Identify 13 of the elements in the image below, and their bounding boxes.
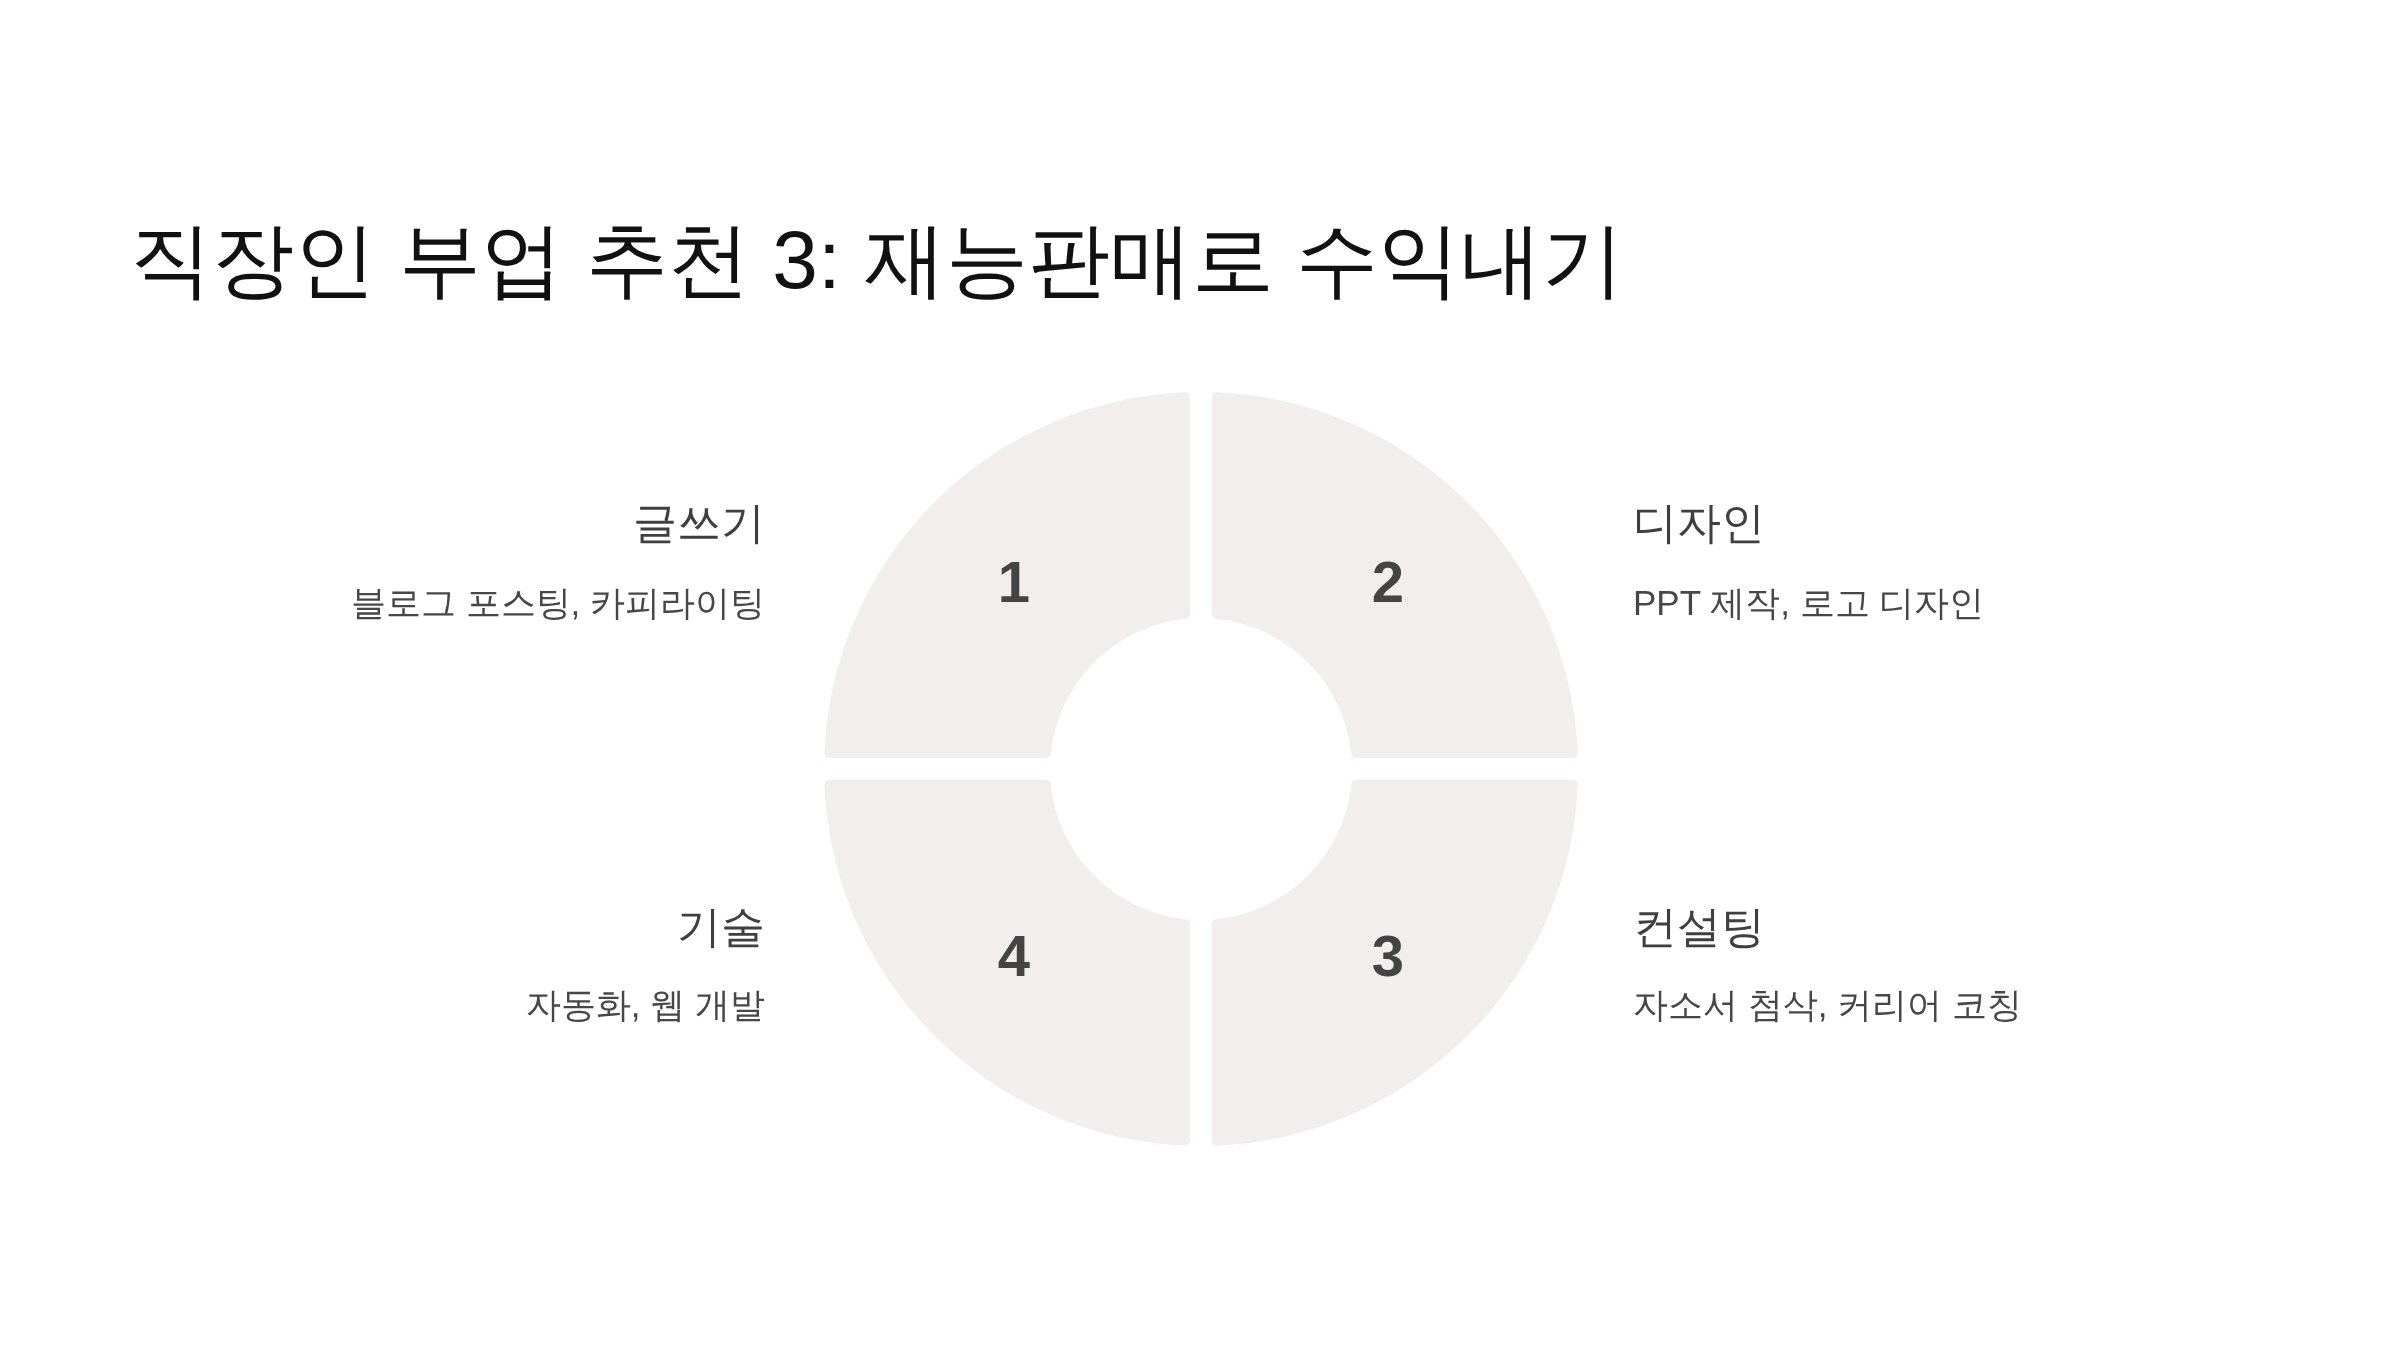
diagram-title: 직장인 부업 추천 3: 재능판매로 수익내기 bbox=[130, 213, 1625, 307]
step-number: 3 bbox=[1371, 927, 1405, 985]
step-number: 1 bbox=[997, 553, 1031, 611]
segment-description: 블로그 포스팅, 카피라이팅 bbox=[350, 582, 765, 624]
segment-description: 자동화, 웹 개발 bbox=[525, 984, 765, 1026]
segment-heading: 기술 bbox=[677, 901, 765, 953]
step-number: 4 bbox=[997, 927, 1031, 985]
segment-heading: 컨설팅 bbox=[1633, 901, 1765, 953]
segment-heading: 디자인 bbox=[1633, 497, 1765, 549]
segment-heading: 글쓰기 bbox=[633, 497, 765, 549]
segment-description: 자소서 첨삭, 커리어 코칭 bbox=[1633, 984, 2022, 1026]
step-number: 2 bbox=[1371, 553, 1405, 611]
segment-description: PPT 제작, 로고 디자인 bbox=[1633, 582, 1985, 624]
